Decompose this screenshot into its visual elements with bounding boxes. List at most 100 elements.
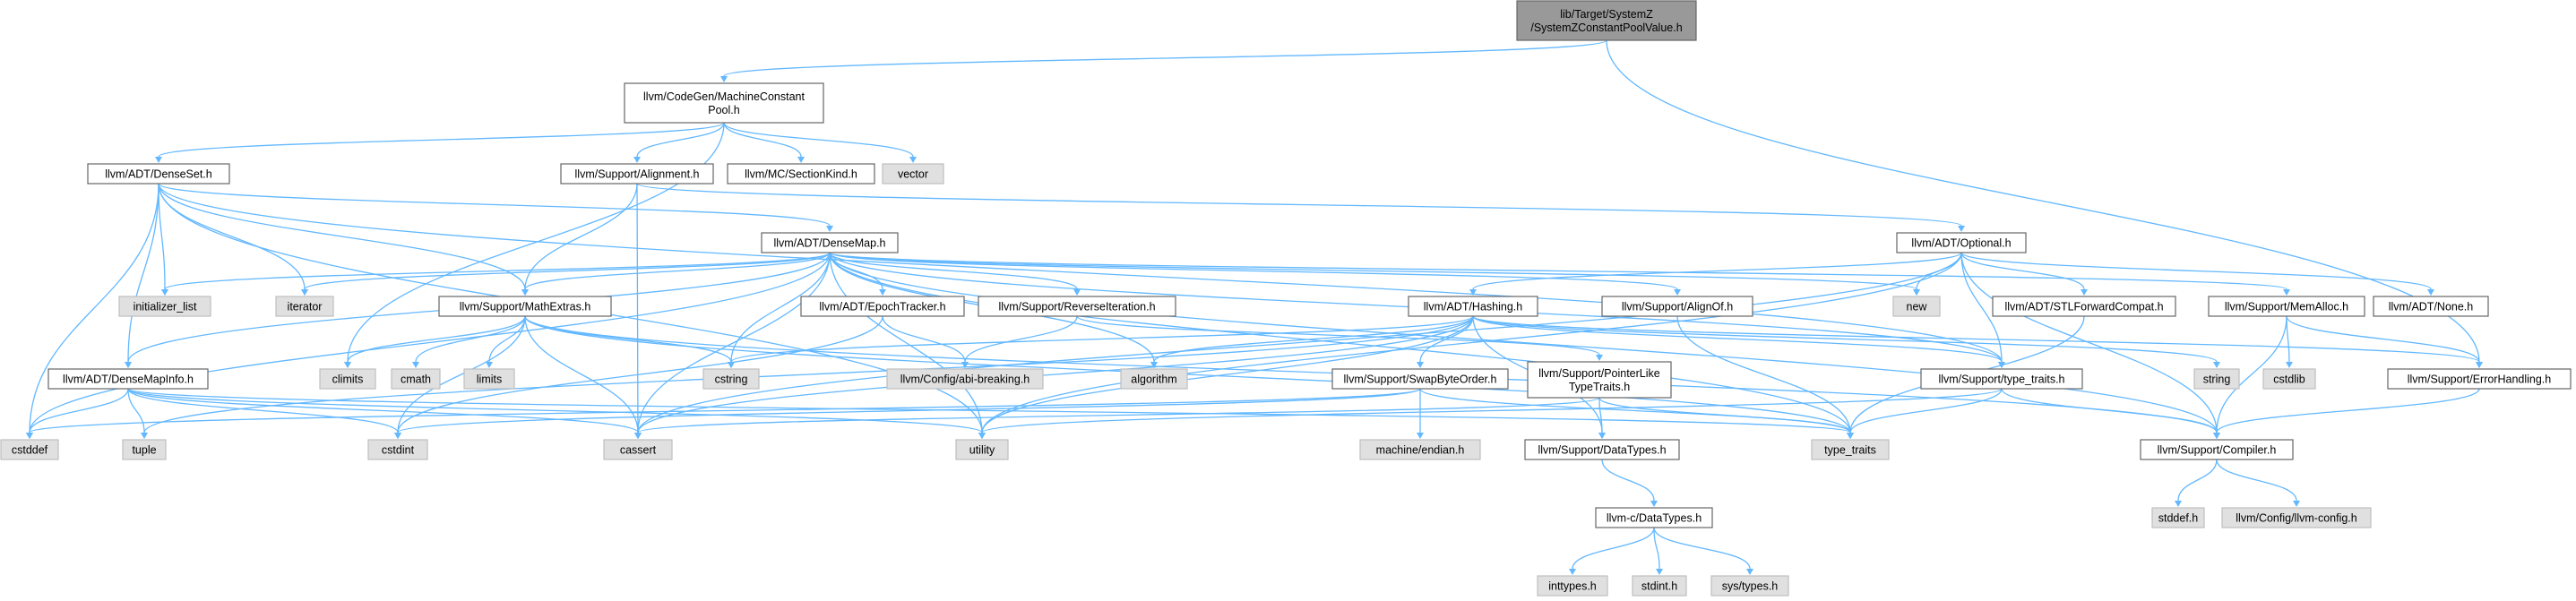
node-cassert: cassert [603, 439, 673, 460]
node-label: llvm/MC/SectionKind.h [745, 168, 857, 181]
edge-line [1472, 315, 2480, 363]
node-climits: climits [319, 368, 376, 390]
edge-line [636, 122, 725, 158]
edge-line [29, 252, 831, 434]
node-box [391, 368, 441, 390]
node-swapbyte[interactable]: llvm/Support/SwapByteOrder.h [1331, 368, 1509, 390]
edge-hashing-to-string [1472, 315, 2220, 368]
edge-arrowhead [1417, 433, 1424, 439]
node-new: new [1892, 296, 1941, 317]
edge-line [981, 388, 2003, 434]
node-memalloc[interactable]: llvm/Support/MemAlloc.h [2208, 296, 2365, 317]
edge-memalloc-to-cstdlib [2286, 315, 2293, 368]
edge-arrowhead [1650, 501, 1658, 507]
edge-line [2286, 315, 2290, 363]
edge-swapbyte-to-cstdint [394, 388, 1421, 439]
node-box [560, 163, 714, 185]
node-epoch[interactable]: llvm/ADT/EpochTracker.h [800, 296, 965, 317]
node-cdatatypes[interactable]: llvm-c/DataTypes.h [1595, 507, 1713, 528]
edge-line [981, 252, 1962, 434]
edge-mcp-to-vector [723, 122, 917, 163]
edge-arrowhead [161, 289, 168, 296]
edge-densemap-to-initlist [161, 252, 831, 296]
edge-arrowhead [826, 226, 833, 232]
node-label: cstddef [12, 444, 48, 457]
edge-line [637, 252, 1962, 434]
edge-line [1153, 315, 1474, 363]
edge-cdatatypes-to-stdint [1653, 527, 1663, 575]
node-label: llvm/ADT/Optional.h [1911, 237, 2011, 250]
edge-denseset-to-initlist [158, 183, 168, 296]
node-none[interactable]: llvm/ADT/None.h [2373, 296, 2489, 317]
edge-cdatatypes-to-inttypes [1569, 527, 1655, 575]
node-label: algorithm [1131, 373, 1176, 386]
node-vector: vector [882, 163, 944, 185]
edge-line [29, 388, 1421, 434]
edge-line [524, 315, 732, 363]
edge-line [127, 388, 639, 434]
node-box [2387, 368, 2572, 390]
edge-hashing-to-cstring [728, 315, 1474, 368]
node-hashing[interactable]: llvm/ADT/Hashing.h [1408, 296, 1538, 317]
node-box [603, 439, 673, 460]
edge-line [1572, 527, 1655, 570]
edge-arrowhead [2213, 362, 2220, 368]
node-densemapinfo[interactable]: llvm/ADT/DenseMapInfo.h [47, 368, 209, 390]
node-llvmconfig: llvm/Config/llvm-config.h [2221, 507, 2372, 528]
node-sectionkind[interactable]: llvm/MC/SectionKind.h [727, 163, 875, 185]
node-datatypes[interactable]: llvm/Support/DataTypes.h [1524, 439, 1680, 460]
edge-arrowhead [1469, 289, 1477, 296]
edge-cdatatypes-to-systypes [1653, 527, 1753, 575]
node-label: llvm/CodeGen/MachineConstant [643, 90, 805, 103]
node-alignof[interactable]: llvm/Support/AlignOf.h [1601, 296, 1753, 317]
edge-swapbyte-to-cstddef [26, 388, 1421, 439]
edge-line [636, 183, 1962, 227]
edge-line [1960, 252, 2085, 290]
edge-arrowhead [1598, 433, 1606, 439]
node-box [319, 368, 376, 390]
edge-line [1419, 315, 1474, 363]
node-box [624, 82, 824, 124]
edge-line [1653, 527, 1751, 570]
edge-arrowhead [720, 76, 728, 82]
edge-line [488, 315, 526, 363]
node-stdint: stdint.h [1632, 575, 1687, 597]
node-optional[interactable]: llvm/ADT/Optional.h [1896, 232, 2027, 253]
edge-alignment-to-optional [636, 183, 1965, 232]
node-reverseiter[interactable]: llvm/Support/ReverseIteration.h [978, 296, 1176, 317]
node-denseset[interactable]: llvm/ADT/DenseSet.h [87, 163, 230, 185]
edge-line [1653, 527, 1660, 570]
node-iterator: iterator [275, 296, 334, 317]
edge-line [347, 315, 526, 363]
node-errorhandling[interactable]: llvm/Support/ErrorHandling.h [2387, 368, 2572, 390]
edge-arrowhead [26, 433, 33, 439]
node-stlfc[interactable]: llvm/ADT/STLForwardCompat.h [1992, 296, 2176, 317]
edges-layer [26, 39, 2483, 575]
edge-densemap-to-mathextras [521, 252, 831, 296]
edge-arrowhead [879, 289, 886, 296]
edge-line [1916, 252, 1962, 290]
node-machendian: machine/endian.h [1359, 439, 1481, 460]
node-compiler[interactable]: llvm/Support/Compiler.h [2140, 439, 2294, 460]
edge-densemap-to-reverseiter [829, 252, 1081, 296]
node-alignment[interactable]: llvm/Support/Alignment.h [560, 163, 714, 185]
edge-line [723, 122, 914, 158]
edge-line [1960, 252, 2218, 434]
node-label: vector [898, 168, 928, 181]
node-box [882, 163, 944, 185]
edge-arrowhead [1596, 355, 1603, 361]
edge-memalloc-to-errorhandling [2286, 315, 2483, 368]
node-box [1920, 368, 2083, 390]
node-root[interactable]: lib/Target/SystemZ/SystemZConstantPoolVa… [1516, 0, 1697, 41]
edge-arrowhead [1150, 362, 1158, 368]
edge-arrowhead [2286, 362, 2293, 368]
edge-line [637, 252, 831, 434]
edge-line [1076, 315, 1600, 356]
node-typetraitsh[interactable]: llvm/Support/type_traits.h [1920, 368, 2083, 390]
node-mathextras[interactable]: llvm/Support/MathExtras.h [438, 296, 612, 317]
node-label: Pool.h [708, 104, 739, 116]
node-box [1892, 296, 1941, 317]
node-densemap[interactable]: llvm/ADT/DenseMap.h [761, 232, 899, 253]
